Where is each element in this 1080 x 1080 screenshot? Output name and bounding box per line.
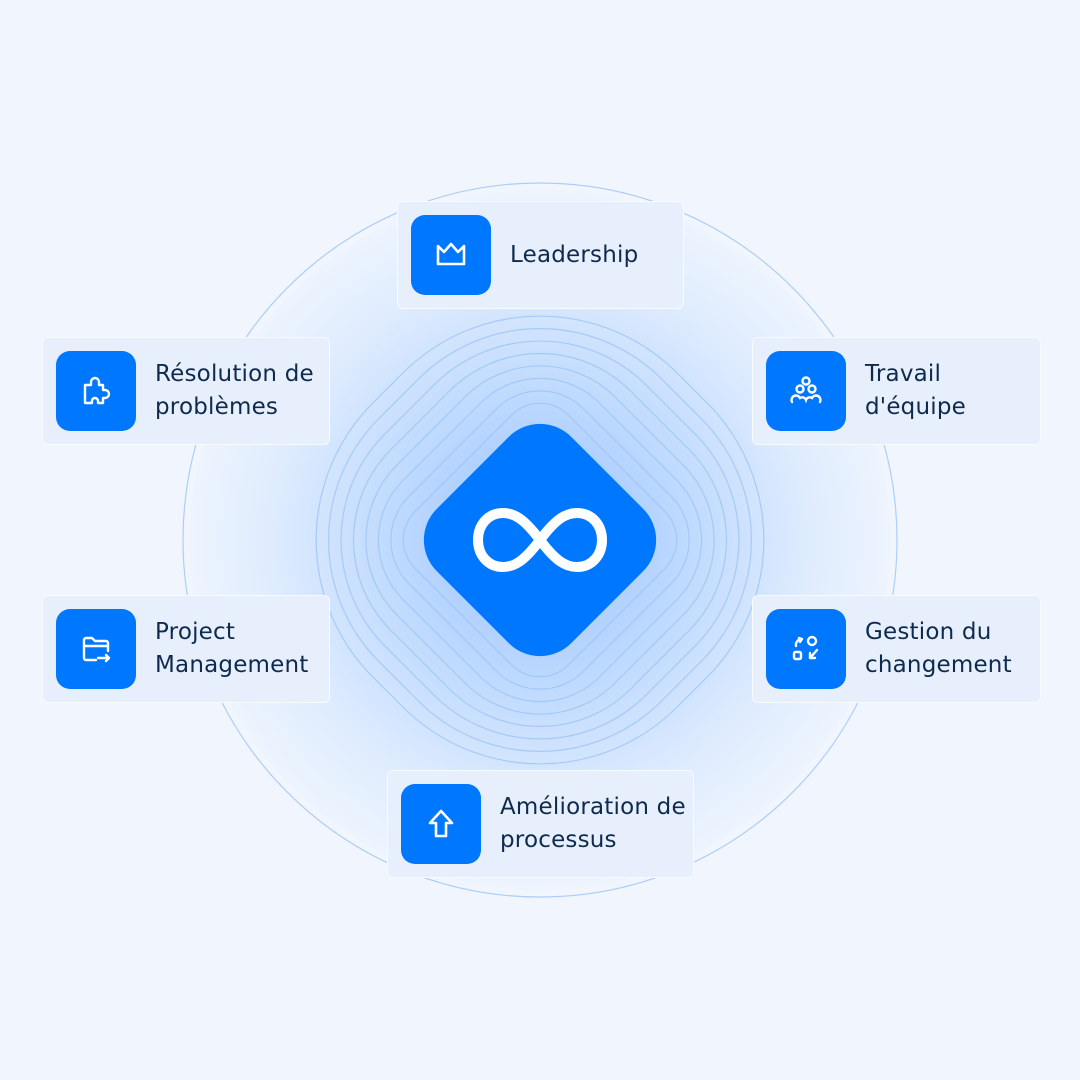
ring [402,402,678,678]
ring [390,390,690,690]
card-label: Leadership [510,241,639,268]
ring [340,340,740,740]
arrow-up-icon [401,784,481,864]
puzzle-icon [56,351,136,431]
folder-arrow-icon [56,609,136,689]
ring [352,352,728,728]
change-icon [766,609,846,689]
ring [315,315,765,765]
team-icon [766,351,846,431]
ring [377,377,703,703]
card-leadership: Leadership [397,201,684,309]
ring [328,328,752,752]
infinity-icon [472,507,608,573]
ring [365,365,715,715]
outer-ring [182,182,898,898]
crown-icon [411,215,491,295]
